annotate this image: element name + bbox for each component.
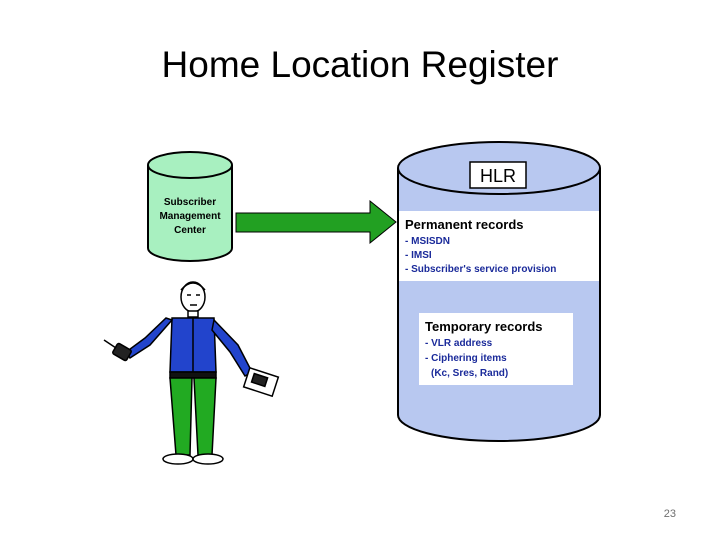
smc-line-3: Center <box>174 225 206 236</box>
hlr-label: HLR <box>480 166 516 186</box>
temporary-records-heading: Temporary records <box>425 319 543 334</box>
smc-line-2: Management <box>159 211 221 222</box>
smc-line-1: Subscriber <box>164 197 216 208</box>
permanent-item-msisdn: - MSISDN <box>405 236 450 247</box>
permanent-item-imsi: - IMSI <box>405 250 432 261</box>
temporary-item-ciphering: - Ciphering items <box>425 353 507 364</box>
smc-to-hlr-arrow <box>236 201 396 243</box>
hlr-cylinder: HLR Permanent records - MSISDN - IMSI - … <box>398 142 600 441</box>
temporary-item-kc-sres-rand: (Kc, Sres, Rand) <box>431 368 508 379</box>
page-number: 23 <box>664 508 676 520</box>
subscriber-person-illustration <box>104 282 278 464</box>
subscriber-management-center-cylinder: Subscriber Management Center <box>148 152 232 261</box>
permanent-records-heading: Permanent records <box>405 217 524 232</box>
permanent-item-service-provision: - Subscriber's service provision <box>405 264 556 275</box>
temporary-item-vlr-address: - VLR address <box>425 338 493 349</box>
